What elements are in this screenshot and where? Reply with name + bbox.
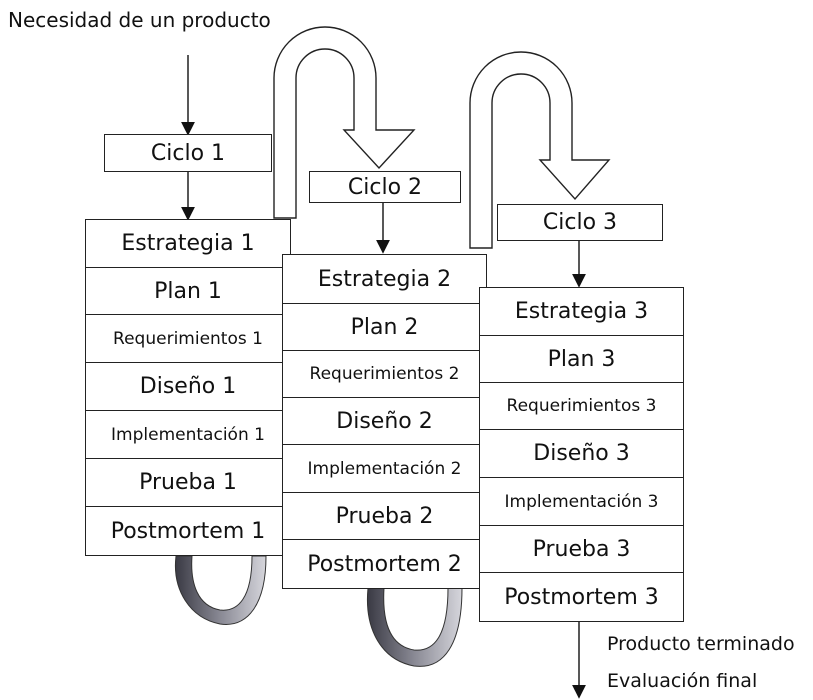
stage-postmortem-1: Postmortem 1 xyxy=(110,518,266,544)
stage-plan-1: Plan 1 xyxy=(86,268,290,315)
stage-postmortem-2: Postmortem 2 xyxy=(307,551,462,577)
stage-requirements-3: Requerimientos 3 xyxy=(480,383,683,430)
stage-postmortem-3: Postmortem 3 xyxy=(504,584,659,610)
stage-design-3: Diseño 3 xyxy=(480,430,683,478)
cycle-2-box: Ciclo 2 xyxy=(309,171,461,203)
stage-implementation-2: Implementación 2 xyxy=(283,445,486,493)
loop-band-2 xyxy=(366,587,463,667)
stage-test-1: Prueba 1 xyxy=(86,459,290,507)
stage-strategy-2: Estrategia 2 xyxy=(283,255,486,304)
stage-plan-3: Plan 3 xyxy=(480,336,683,383)
loop-arrow-1 xyxy=(273,26,416,219)
stage-implementation-1: Implementación 1 xyxy=(86,411,290,459)
loop-arrow-2 xyxy=(469,51,611,249)
output-label-evaluation: Evaluación final xyxy=(607,670,758,692)
cycle-1-box: Ciclo 1 xyxy=(104,134,272,172)
cycle-3-stack: Estrategia 3 Plan 3 Requerimientos 3 Dis… xyxy=(479,287,684,622)
cycle-2-stack: Estrategia 2 Plan 2 Requerimientos 2 Dis… xyxy=(282,254,487,589)
stage-implementation-3: Implementación 3 xyxy=(480,478,683,526)
stage-test-3: Prueba 3 xyxy=(480,526,683,573)
stage-design-2: Diseño 2 xyxy=(283,398,486,445)
loop-band-1 xyxy=(174,555,267,625)
stage-test-2: Prueba 2 xyxy=(283,493,486,540)
stage-plan-2: Plan 2 xyxy=(283,304,486,351)
cycle-1-stack: Estrategia 1 Plan 1 Requerimientos 1 Dis… xyxy=(85,219,291,556)
stage-requirements-2: Requerimientos 2 xyxy=(283,351,486,398)
stage-design-1: Diseño 1 xyxy=(86,363,290,411)
stage-strategy-3: Estrategia 3 xyxy=(480,288,683,336)
stage-requirements-1: Requerimientos 1 xyxy=(86,315,290,363)
input-label: Necesidad de un producto xyxy=(8,8,271,32)
cycle-3-box: Ciclo 3 xyxy=(497,204,663,241)
output-label-finished: Producto terminado xyxy=(607,633,795,655)
stage-strategy-1: Estrategia 1 xyxy=(86,220,290,268)
